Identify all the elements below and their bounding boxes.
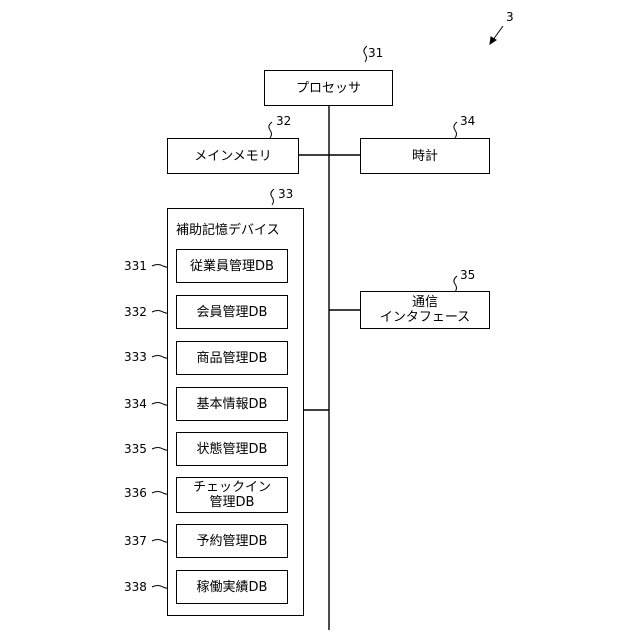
figure-ref: 3 [506,10,514,24]
db-label-basic-info: 基本情報DB [197,397,268,412]
db-ref-338: 338 [124,580,147,594]
db-ref-335: 335 [124,442,147,456]
db-ref-333: 333 [124,350,147,364]
comm-interface-label-line2: インタフェース [380,310,470,325]
db-box-basic-info: 基本情報DB [176,387,288,421]
db-box-product: 商品管理DB [176,341,288,375]
clock-ref: 34 [460,114,475,128]
leader-35 [454,276,457,292]
aux-storage-title: 補助記憶デバイス [176,219,280,238]
processor-box: プロセッサ [264,70,393,106]
db-ref-337: 337 [124,534,147,548]
clock-label: 時計 [412,149,438,164]
clock-box: 時計 [360,138,490,174]
main-memory-ref: 32 [276,114,291,128]
db-box-member: 会員管理DB [176,295,288,329]
processor-ref: 31 [368,46,383,60]
db-box-employee: 従業員管理DB [176,249,288,283]
db-box-reservation: 予約管理DB [176,524,288,558]
leader-31 [364,46,367,62]
db-box-status: 状態管理DB [176,432,288,466]
comm-interface-ref: 35 [460,268,475,282]
db-box-checkin: チェックイン 管理DB [176,477,288,513]
db-label-product: 商品管理DB [197,351,268,366]
db-box-operation: 稼働実績DB [176,570,288,604]
db-label-status: 状態管理DB [197,442,268,457]
db-label-checkin-line2: 管理DB [210,495,255,510]
main-memory-box: メインメモリ [167,138,299,174]
db-label-reservation: 予約管理DB [197,534,268,549]
main-memory-label: メインメモリ [194,149,272,164]
db-ref-334: 334 [124,397,147,411]
comm-interface-box: 通信 インタフェース [360,291,490,329]
db-label-operation: 稼働実績DB [197,580,268,595]
db-label-employee: 従業員管理DB [190,259,274,274]
db-ref-332: 332 [124,305,147,319]
leader-34 [454,122,457,138]
db-ref-331: 331 [124,259,147,273]
processor-label: プロセッサ [296,81,361,96]
db-ref-336: 336 [124,486,147,500]
comm-interface-label-line1: 通信 [412,295,438,310]
leader-32 [269,122,272,138]
leader-33 [271,189,274,205]
db-label-member: 会員管理DB [197,305,268,320]
db-label-checkin-line1: チェックイン [193,480,271,495]
aux-storage-ref: 33 [278,187,293,201]
